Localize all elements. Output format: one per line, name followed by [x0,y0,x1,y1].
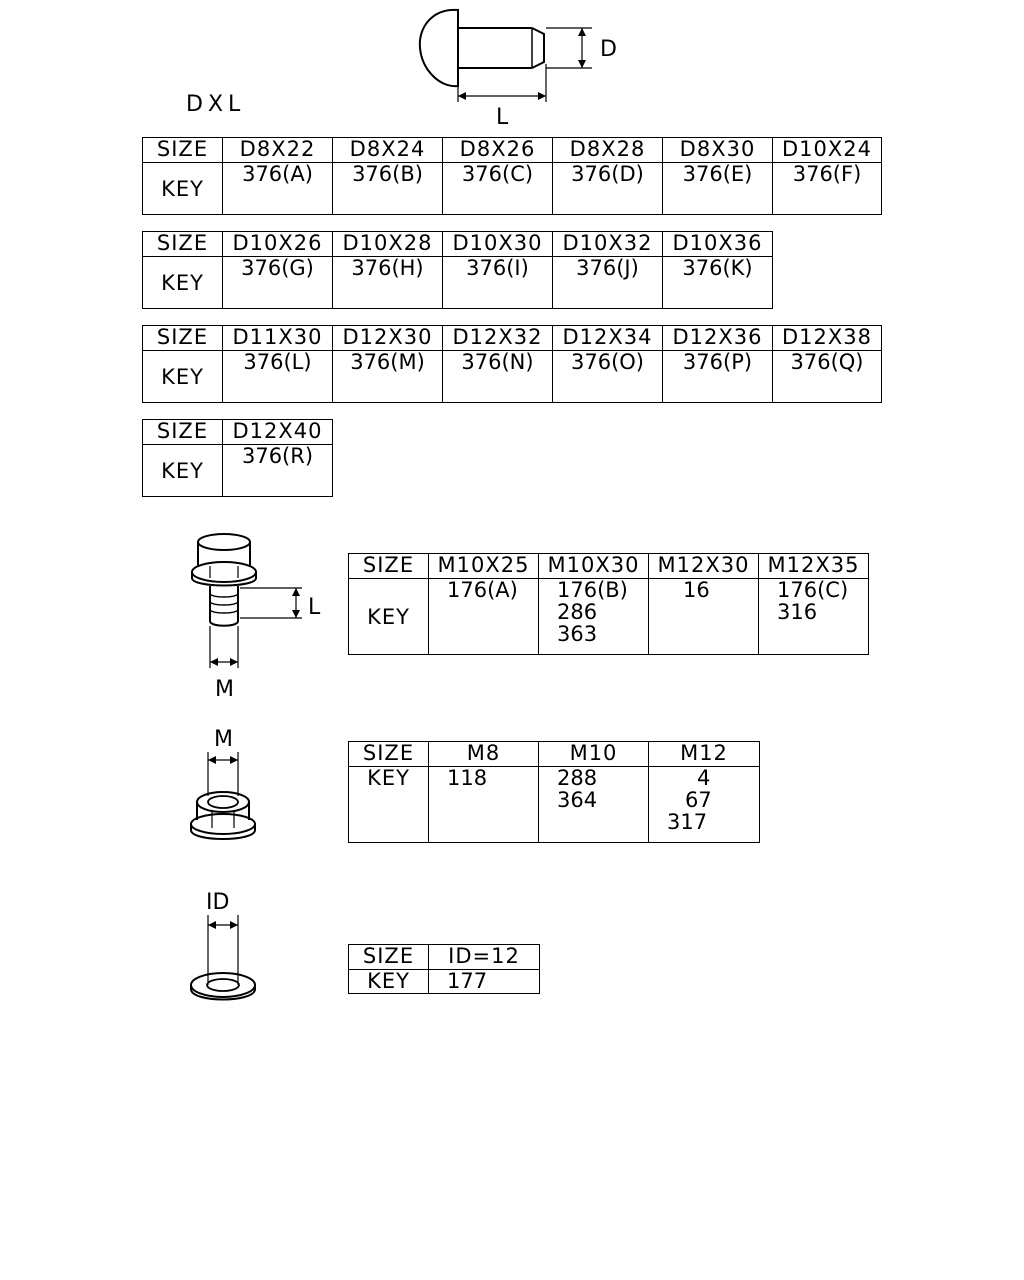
rivet-dxl-label: DXL [186,92,246,117]
washer-size-table: SIZE ID=12 KEY 177 [348,944,540,994]
size-header: SIZE [142,419,223,445]
key-value: 364 [557,788,598,812]
key-cell: 376(E) [662,162,773,215]
key-cell: 376(R) [222,444,333,497]
key-cell: 376(Q) [772,350,882,403]
size-cell: M12X35 [758,553,869,579]
key-value: 177 [447,969,488,993]
size-cell: D8X28 [552,137,663,163]
key-cell: 376(O) [552,350,663,403]
size-cell: D10X28 [332,231,443,257]
size-cell: M10 [538,741,649,767]
key-value: 176(A) [447,578,518,602]
size-cell: D12X38 [772,325,882,351]
size-cell: D12X32 [442,325,553,351]
key-value: 363 [557,622,598,646]
key-value: 176(C) [777,578,849,602]
size-cell: D8X30 [662,137,773,163]
nut-size-table: SIZE M8 M10 M12 KEY 118 288 364 4 67 317 [348,741,760,843]
key-cell: 376(G) [222,256,333,309]
size-cell: D8X24 [332,137,443,163]
key-value: 16 [683,578,710,602]
size-cell: D12X36 [662,325,773,351]
size-header: SIZE [348,553,429,579]
key-cell: 376(I) [442,256,553,309]
size-header: SIZE [142,137,223,163]
key-cell: 176(C) 316 [758,578,869,655]
rivet-diagram: D L [418,8,617,130]
size-cell: M10X25 [428,553,539,579]
key-value: 288 [557,766,598,790]
rivet-size-table-1: SIZE D8X22 D8X24 D8X26 D8X28 D8X30 D10X2… [142,137,882,215]
key-value: 4 [697,766,711,790]
bolt-diagram: L M [191,533,321,702]
key-cell: 376(F) [772,162,882,215]
key-cell: 376(L) [222,350,333,403]
key-value: 118 [447,766,488,790]
key-header: KEY [142,256,223,309]
key-cell: 376(N) [442,350,553,403]
size-cell: D12X34 [552,325,663,351]
nut-diagram: M [190,727,256,840]
key-cell: 376(D) [552,162,663,215]
size-cell: D12X40 [222,419,333,445]
size-header: SIZE [142,231,223,257]
size-cell: M12X30 [648,553,759,579]
washer-id-label: ID [206,890,229,915]
key-value: 176(B) [557,578,628,602]
size-cell: D10X30 [442,231,553,257]
key-cell: 376(P) [662,350,773,403]
size-cell: D10X36 [662,231,773,257]
key-header: KEY [348,969,429,994]
key-cell: 176(B) 286 363 [538,578,649,655]
key-cell: 376(B) [332,162,443,215]
key-header: KEY [142,162,223,215]
key-header: KEY [348,578,429,655]
key-value: 67 [685,788,712,812]
size-cell: ID=12 [428,944,540,970]
bolt-m-label: M [215,677,234,702]
bolt-size-table: SIZE M10X25 M10X30 M12X30 M12X35 KEY 176… [348,553,869,655]
key-cell: 118 [428,766,539,843]
rivet-size-table-2: SIZE D10X26 D10X28 D10X30 D10X32 D10X36 … [142,231,773,309]
size-header: SIZE [142,325,223,351]
rivet-size-table-3: SIZE D11X30 D12X30 D12X32 D12X34 D12X36 … [142,325,882,403]
key-cell: 176(A) [428,578,539,655]
size-cell: D8X22 [222,137,333,163]
key-cell: 177 [428,969,540,994]
rivet-size-table-4: SIZE D12X40 KEY 376(R) [142,419,333,497]
key-header: KEY [348,766,429,843]
key-value: 316 [777,600,818,624]
size-cell: D8X26 [442,137,553,163]
key-cell: 376(K) [662,256,773,309]
key-cell: 376(A) [222,162,333,215]
key-header: KEY [142,444,223,497]
key-cell: 376(M) [332,350,443,403]
size-cell: D10X24 [772,137,882,163]
key-cell: 16 [648,578,759,655]
rivet-l-label: L [496,105,509,130]
size-cell: D12X30 [332,325,443,351]
key-cell: 376(C) [442,162,553,215]
key-header: KEY [142,350,223,403]
size-cell: M12 [648,741,760,767]
rivet-d-label: D [600,37,617,62]
key-cell: 4 67 317 [648,766,760,843]
rivet-head [418,8,459,88]
size-cell: D10X26 [222,231,333,257]
size-cell: D11X30 [222,325,333,351]
washer-diagram: ID [190,890,256,1001]
key-value: 286 [557,600,598,624]
size-header: SIZE [348,741,429,767]
key-cell: 288 364 [538,766,649,843]
key-value: 317 [667,810,708,834]
key-cell: 376(J) [552,256,663,309]
bolt-l-label: L [308,595,321,620]
size-cell: M8 [428,741,539,767]
nut-m-label: M [214,727,233,752]
size-cell: M10X30 [538,553,649,579]
size-header: SIZE [348,944,429,970]
key-cell: 376(H) [332,256,443,309]
size-cell: D10X32 [552,231,663,257]
